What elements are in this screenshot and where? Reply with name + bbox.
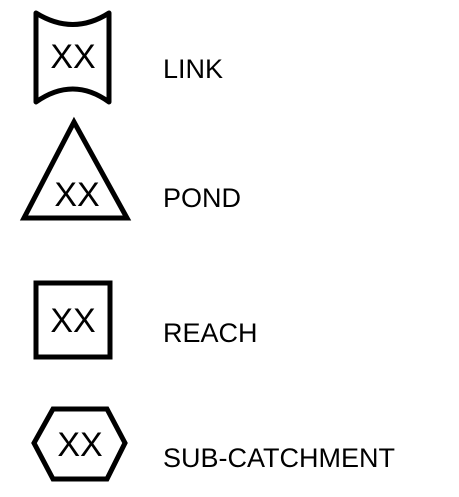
link-label: LINK bbox=[163, 54, 224, 84]
link-icon: XX bbox=[33, 10, 112, 105]
link-code: XX bbox=[50, 38, 95, 76]
reach-code: XX bbox=[50, 302, 95, 340]
legend-item-link: XX LINK bbox=[0, 0, 459, 110]
pond-code: XX bbox=[54, 176, 99, 214]
pond-label: POND bbox=[163, 183, 242, 213]
reach-label: REACH bbox=[163, 318, 258, 348]
pond-icon: XX bbox=[19, 116, 132, 221]
legend-item-sub-catchment: XX SUB-CATCHMENT bbox=[0, 405, 459, 495]
reach-icon: XX bbox=[33, 280, 113, 360]
sub-catchment-label: SUB-CATCHMENT bbox=[163, 443, 395, 473]
legend-item-reach: XX REACH bbox=[0, 280, 459, 380]
legend-item-pond: XX POND bbox=[0, 110, 459, 230]
sub-catchment-code: XX bbox=[57, 426, 102, 464]
sub-catchment-icon: XX bbox=[31, 406, 128, 482]
